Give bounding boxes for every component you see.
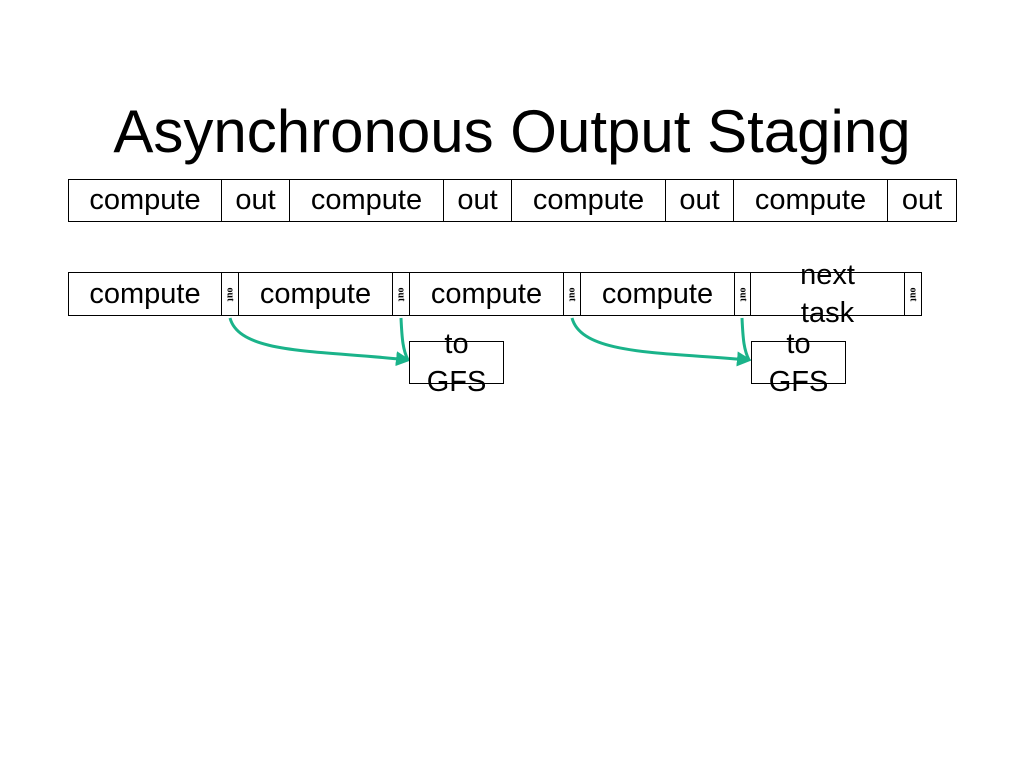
block-label: compute <box>601 277 714 310</box>
block-label: out <box>235 184 276 216</box>
async-compute-block: compute <box>68 272 222 316</box>
async-compute-block: compute <box>581 272 735 316</box>
arrow-out-to-gfs-2 <box>570 317 752 367</box>
block-label: next task <box>800 259 855 329</box>
async-out-sliver: out <box>905 272 922 316</box>
sync-compute-block: compute <box>68 179 222 222</box>
to-gfs-box: to GFS <box>751 328 846 398</box>
sync-out-block: out <box>888 179 957 222</box>
block-label: out <box>737 287 748 301</box>
async-compute-block: compute <box>410 272 564 316</box>
async-out-sliver: out <box>735 272 751 316</box>
async-timeline: compute out compute out compute out comp… <box>68 259 922 329</box>
block-label: out <box>224 287 236 301</box>
arrow-out-to-gfs-1 <box>228 317 411 367</box>
block-label: out <box>679 184 720 216</box>
next-task-block: next task <box>751 259 905 329</box>
sync-out-block: out <box>222 179 290 222</box>
block-label: out <box>457 184 498 216</box>
gfs-label: to GFS <box>768 327 829 398</box>
block-label: compute <box>532 184 645 216</box>
sync-out-block: out <box>444 179 512 222</box>
to-gfs-box: to GFS <box>409 328 504 398</box>
gfs-label: to GFS <box>426 327 487 398</box>
block-label: out <box>901 184 943 216</box>
block-label: out <box>566 287 578 301</box>
block-label: compute <box>310 184 423 216</box>
slide-title: Asynchronous Output Staging <box>113 98 911 165</box>
async-out-sliver: out <box>393 272 410 316</box>
async-compute-block: compute <box>239 272 393 316</box>
block-label: out <box>395 287 407 301</box>
sync-timeline: compute out compute out compute out comp… <box>68 179 957 222</box>
arrow-out-to-gfs-1b <box>399 317 410 361</box>
block-label: compute <box>89 277 201 310</box>
block-label: compute <box>430 277 543 310</box>
async-out-sliver: out <box>222 272 239 316</box>
block-label: compute <box>259 277 372 310</box>
block-label: compute <box>89 184 201 216</box>
sync-compute-block: compute <box>512 179 666 222</box>
sync-compute-block: compute <box>290 179 444 222</box>
arrow-out-to-gfs-2b <box>740 317 751 361</box>
sync-out-block: out <box>666 179 734 222</box>
block-label: out <box>907 287 919 301</box>
block-label: compute <box>754 184 867 216</box>
async-out-sliver: out <box>564 272 581 316</box>
sync-compute-block: compute <box>734 179 888 222</box>
